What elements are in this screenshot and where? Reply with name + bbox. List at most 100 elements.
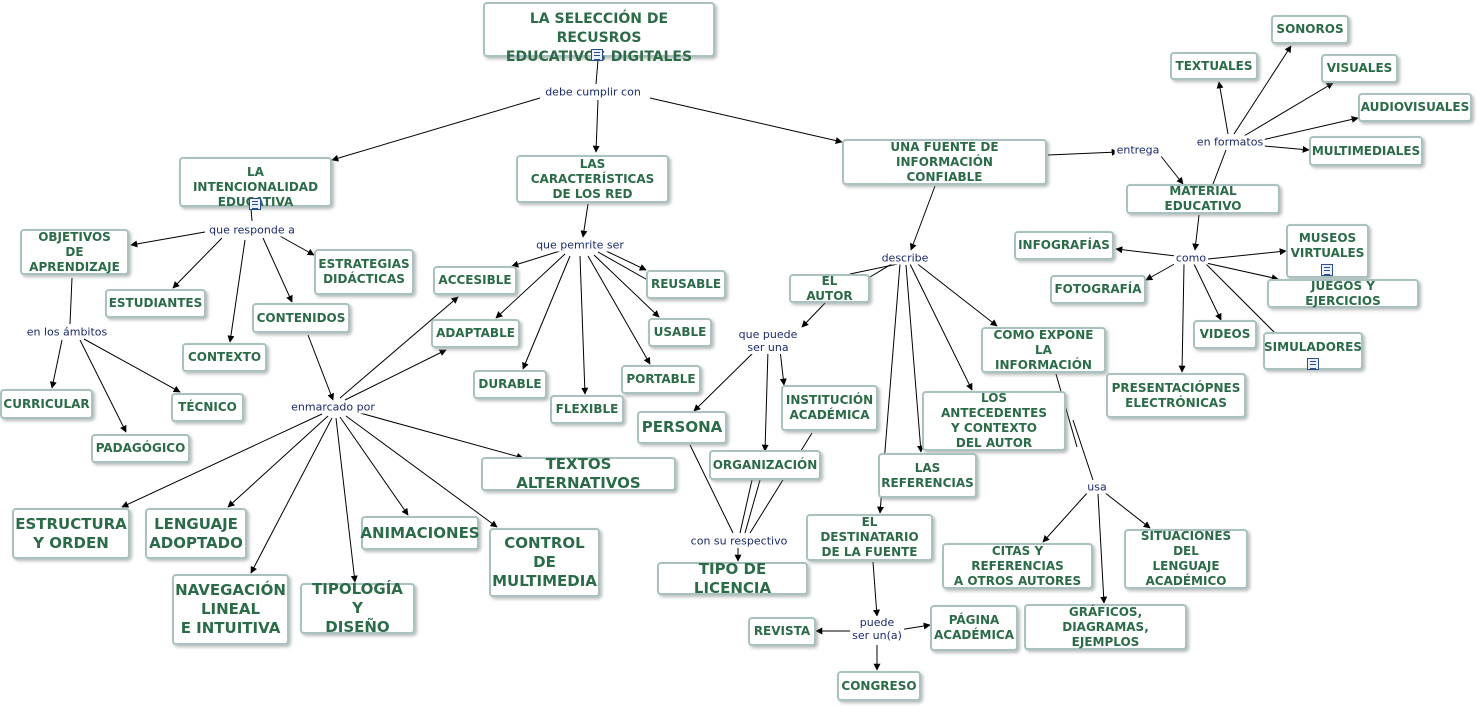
connector-line (1203, 261, 1284, 342)
connector-line (649, 97, 843, 145)
concept-estudiantes[interactable]: ESTUDIANTES (105, 289, 206, 318)
concept-museos[interactable]: MUSEOS VIRTUALES (1286, 224, 1369, 278)
concept-institucion[interactable]: INSTITUCIÓN ACADÉMICA (781, 385, 878, 431)
connector-line (1159, 154, 1184, 185)
connector-line (739, 479, 753, 534)
phrase-debe-cumplir: debe cumplir con (543, 85, 643, 99)
connector-line (250, 417, 333, 574)
connector-line (344, 349, 447, 401)
concept-usable[interactable]: USABLE (648, 318, 712, 347)
connector-line (1263, 145, 1310, 153)
concept-tecnico[interactable]: TÉCNICO (171, 393, 244, 422)
connector-line (1193, 263, 1222, 321)
connector-line (801, 301, 827, 328)
concept-flexible[interactable]: FLEXIBLE (550, 395, 624, 424)
concept-multimediales[interactable]: MULTIMEDIALES (1309, 136, 1423, 166)
concept-como-expone[interactable]: COMO EXPONE LA INFORMACIÓN (981, 327, 1106, 373)
connector-line (849, 263, 899, 275)
concept-infografias[interactable]: INFOGRAFÍAS (1014, 231, 1114, 260)
concept-caracteristicas[interactable]: LAS CARACTERÍSTICAS DE LOS RED (516, 155, 669, 203)
concept-control[interactable]: CONTROL DE MULTIMEDIA (489, 528, 600, 597)
concept-antecedentes[interactable]: LOS ANTECEDENTES Y CONTEXTO DEL AUTOR (922, 391, 1066, 451)
concept-sonoros[interactable]: SONOROS (1271, 15, 1349, 44)
connector-line (869, 261, 896, 278)
concept-persona[interactable]: PERSONA (637, 411, 727, 444)
document-icon[interactable] (591, 49, 603, 61)
concept-revista[interactable]: REVISTA (748, 617, 816, 646)
concept-reusable[interactable]: REUSABLE (646, 270, 726, 299)
concept-textuales[interactable]: TEXTUALES (1170, 52, 1258, 80)
connector-line (1047, 148, 1119, 156)
concept-licencia[interactable]: TIPO DE LICENCIA (657, 560, 808, 597)
phrase-como: como (1173, 251, 1209, 265)
concept-contenidos[interactable]: CONTENIDOS (252, 303, 350, 333)
concept-destinatario[interactable]: EL DESTINATARIO DE LA FUENTE (806, 514, 933, 561)
concept-material[interactable]: MATERIAL EDUCATIVO (1126, 184, 1280, 214)
concept-textos-alternativos[interactable]: TEXTOS ALTERNATIVOS (481, 455, 676, 492)
concept-pagina[interactable]: PÁGINA ACADÉMICA (930, 605, 1018, 651)
concept-visuales[interactable]: VISUALES (1321, 54, 1398, 83)
phrase-formatos: en formatos (1194, 135, 1266, 149)
concept-situaciones[interactable]: SITUACIONES DEL LENGUAJE ACADÉMICO (1124, 529, 1248, 589)
connector-line (689, 444, 734, 534)
connector-line (522, 255, 571, 370)
connector-line (1216, 81, 1229, 135)
concept-tipologia[interactable]: TIPOLOGÍA Y DISEÑO (300, 580, 415, 636)
concept-contexto[interactable]: CONTEXTO (182, 343, 267, 372)
phrase-entrega: entrega (1114, 143, 1162, 157)
connector-line (227, 239, 246, 343)
connector-line (872, 561, 881, 617)
connector-line (335, 417, 358, 583)
concept-animaciones[interactable]: ANIMACIONES (360, 516, 480, 550)
connector-line (1055, 373, 1078, 448)
concept-fotografia[interactable]: FOTOGRAFÍA (1050, 275, 1146, 304)
connector-line (121, 413, 323, 508)
concept-navegacion[interactable]: NAVEGACIÓN LINEAL E INTUITIVA (172, 574, 289, 645)
concept-objetivos[interactable]: OBJETIVOS DE APRENDIZAJE (20, 229, 129, 275)
connector-line (1205, 262, 1279, 282)
concept-portable[interactable]: PORTABLE (621, 365, 701, 394)
document-icon[interactable] (1307, 358, 1319, 370)
connector-line (495, 253, 566, 319)
concept-referencias[interactable]: LAS REFERENCIAS (878, 453, 977, 498)
concept-juegos[interactable]: JUEGOS Y EJERCICIOS (1267, 279, 1419, 308)
concept-estrategias[interactable]: ESTRATEGIAS DIDÁCTICAS (314, 249, 414, 295)
concept-congreso[interactable]: CONGRESO (837, 671, 921, 701)
concept-organizacion[interactable]: ORGANIZACIÓN (709, 450, 821, 480)
connector-line (749, 432, 813, 534)
connector-line (898, 622, 931, 631)
connector-line (1072, 419, 1094, 481)
concept-estructura[interactable]: ESTRUCTURA Y ORDEN (12, 508, 130, 559)
connector-line (339, 416, 409, 516)
document-icon[interactable] (1321, 264, 1333, 276)
concept-graficos[interactable]: GRÁFICOS, DIAGRAMAS, EJEMPLOS (1024, 604, 1187, 650)
connector-line (580, 203, 589, 238)
concept-autor[interactable]: EL AUTOR (789, 274, 870, 303)
phrase-enmarcado: enmarcado por (289, 400, 377, 414)
concept-videos[interactable]: VIDEOS (1193, 320, 1257, 349)
concept-curricular[interactable]: CURRICULAR (0, 389, 93, 419)
phrase-respectivo: con su respectivo (688, 534, 790, 548)
connector-line (1243, 82, 1334, 137)
connector-line (1261, 115, 1359, 141)
connector-line (339, 296, 459, 399)
concept-durable[interactable]: DURABLE (473, 370, 547, 399)
connector-line (359, 412, 524, 460)
phrase-ambitos: en los ámbitos (24, 325, 110, 339)
concept-adaptable[interactable]: ADAPTABLE (431, 319, 520, 348)
concept-audiovisuales[interactable]: AUDIOVISUALES (1358, 93, 1472, 122)
concept-presentaciones[interactable]: PRESENTACIÓPNES ELECTRÓNICAS (1106, 373, 1246, 418)
connector-line (1212, 149, 1227, 185)
document-icon[interactable] (249, 198, 261, 210)
concept-fuente[interactable]: UNA FUENTE DE INFORMACIÓN CONFIABLE (842, 139, 1047, 185)
concept-padagogico[interactable]: PADAGÓGICO (91, 434, 190, 463)
concept-accesible[interactable]: ACCESIBLE (433, 266, 517, 295)
connector-line (172, 237, 223, 289)
connector-line (1233, 45, 1292, 135)
connector-line (595, 59, 599, 85)
concept-lenguaje[interactable]: LENGUAJE ADOPTADO (145, 508, 247, 559)
connector-line (905, 264, 924, 453)
connector-line (593, 254, 660, 318)
concept-citas[interactable]: CITAS Y REFERENCIAS A OTROS AUTORES (942, 543, 1093, 589)
